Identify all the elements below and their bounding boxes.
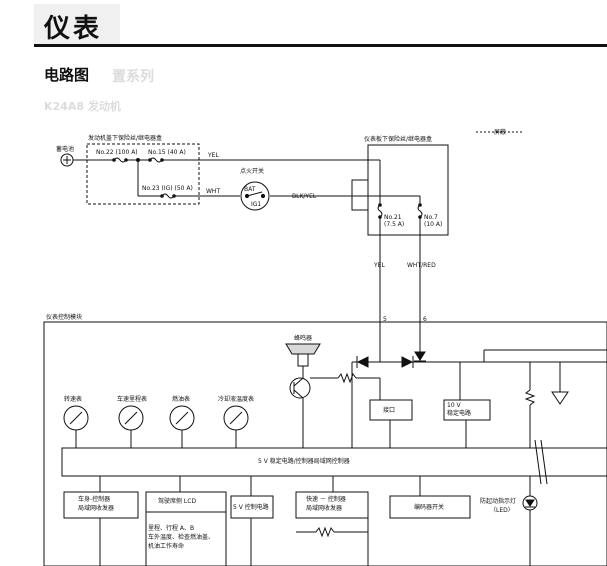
interface-box: [369, 399, 413, 421]
underhood-box-label: 发动机盖下保险丝/继电器盒: [88, 135, 163, 142]
encoder-box: [389, 495, 471, 519]
buzzer-transistor: [289, 377, 311, 399]
led-symbol: [522, 495, 538, 511]
main-bus-box: [61, 447, 607, 477]
immobilizer-line1: 防起动指示灯: [480, 498, 517, 505]
page-title: 仪表: [44, 14, 103, 44]
fuse-7-label: No.7: [424, 214, 438, 221]
ignition-switch-symbol: [240, 181, 270, 211]
fast-can-line2: 局域网收发器: [306, 505, 343, 512]
buzzer-resistor: [310, 372, 380, 384]
ignition-switch-label: 点火开关: [240, 168, 265, 175]
wire-wht-label: WHT: [206, 188, 221, 195]
fast-can-box: [295, 491, 369, 519]
fuse-21-amp-label: (7.5 A): [384, 221, 405, 228]
reg-10v-line2: 稳定电路: [447, 410, 472, 417]
ghost-section-text: 置系列: [112, 69, 154, 85]
interface-label: 接口: [383, 407, 396, 414]
reg-5v-label: 5 V 控制电路: [233, 504, 269, 511]
gauge-speed-label: 车速里程表: [117, 396, 148, 403]
fast-can-line1: 快速 － 控制器: [306, 496, 346, 503]
lcd-box: [145, 491, 227, 566]
legend-shield-label: 屏蔽: [494, 129, 507, 136]
header-rule: [34, 44, 607, 47]
right-resistor: [524, 389, 536, 406]
diode-vertical: [414, 351, 426, 362]
right-triangle-symbol: [551, 391, 569, 405]
wire-yel-label: YEL: [208, 152, 219, 159]
diode-left: [356, 356, 369, 368]
pin-6-label: 6: [423, 316, 427, 323]
bus-break-mark-2: [540, 439, 548, 485]
fuse-23: [138, 193, 199, 199]
fuse-23-label: No.23 (IG) (50 A): [142, 185, 193, 192]
lcd-desc-line3: 机油工作寿命: [148, 543, 185, 550]
header-background: [34, 4, 120, 44]
main-bus-label: 5 V 稳定电路/控制器局域网控制器: [258, 458, 350, 465]
lcd-desc-line1: 里程、行程 A、B: [148, 525, 195, 532]
body-can-line1: 车身-控制器: [78, 496, 111, 503]
underhood-fuse-box: [86, 143, 200, 205]
fuse-22: [94, 157, 128, 163]
wire-yel-vertical-label: YEL: [374, 262, 385, 269]
fuse-22-label: No.22 (100 A): [96, 149, 138, 156]
buzzer-label: 蜂鸣器: [294, 335, 313, 342]
page-subtitle: 电路图: [44, 66, 90, 84]
pin-5-label: 5: [383, 316, 387, 323]
reg-10v-line1: 10 V: [447, 402, 461, 409]
wire-wht-red-label: WHT/RED: [407, 262, 436, 269]
wire-blk-yel-label: BLK/YEL: [292, 193, 317, 200]
gauge-fuel-label: 燃油表: [172, 396, 191, 403]
gauge-tach-symbol: [63, 405, 89, 448]
gauge-speed-symbol: [118, 405, 144, 448]
battery-symbol: [60, 153, 74, 167]
immobilizer-line2: （LED）: [490, 507, 514, 514]
diode-right: [401, 356, 414, 368]
gauge-temp-symbol: [223, 405, 249, 448]
bat-terminal-label: BAT: [244, 186, 256, 193]
reg-5v-box: [230, 495, 274, 519]
gauge-temp-label: 冷却液温度表: [218, 396, 255, 403]
gauge-tach-label: 转速表: [64, 396, 83, 403]
gauge-fuel-symbol: [169, 405, 195, 448]
bottom-resistor: [315, 526, 335, 538]
fuse-7-amp-label: (10 A): [424, 221, 443, 228]
lcd-desc-line2: 车外温度、检查燃油盖、: [148, 534, 215, 541]
fuse-21: [377, 203, 383, 219]
cluster-module-outline: [43, 321, 607, 566]
bus-break-mark: [534, 439, 542, 485]
fuse-15-label: No.15 (40 A): [148, 149, 186, 156]
reg-10v-box: [443, 399, 491, 421]
buzzer-symbol: [285, 343, 321, 367]
junction-dot: [136, 158, 140, 162]
cluster-module-label: 仪表控制模块: [46, 314, 83, 321]
battery-label: 蓄电池: [56, 146, 75, 153]
fuse-15: [148, 157, 164, 163]
ghost-engine-text: K24A8 发动机: [44, 100, 121, 113]
body-can-box: [63, 491, 139, 519]
fuse-7: [417, 203, 423, 219]
dash-box-connector: [351, 179, 369, 211]
dash-box-label: 仪表板下保险丝/继电器盒: [364, 136, 433, 143]
ig1-terminal-label: IG1: [251, 201, 262, 208]
lcd-box-label: 驾驶席侧 LCD: [158, 498, 197, 505]
encoder-switch-label: 编码器开关: [414, 504, 445, 511]
body-can-line2: 局域网收发器: [78, 505, 115, 512]
fuse-21-label: No.21: [384, 214, 402, 221]
